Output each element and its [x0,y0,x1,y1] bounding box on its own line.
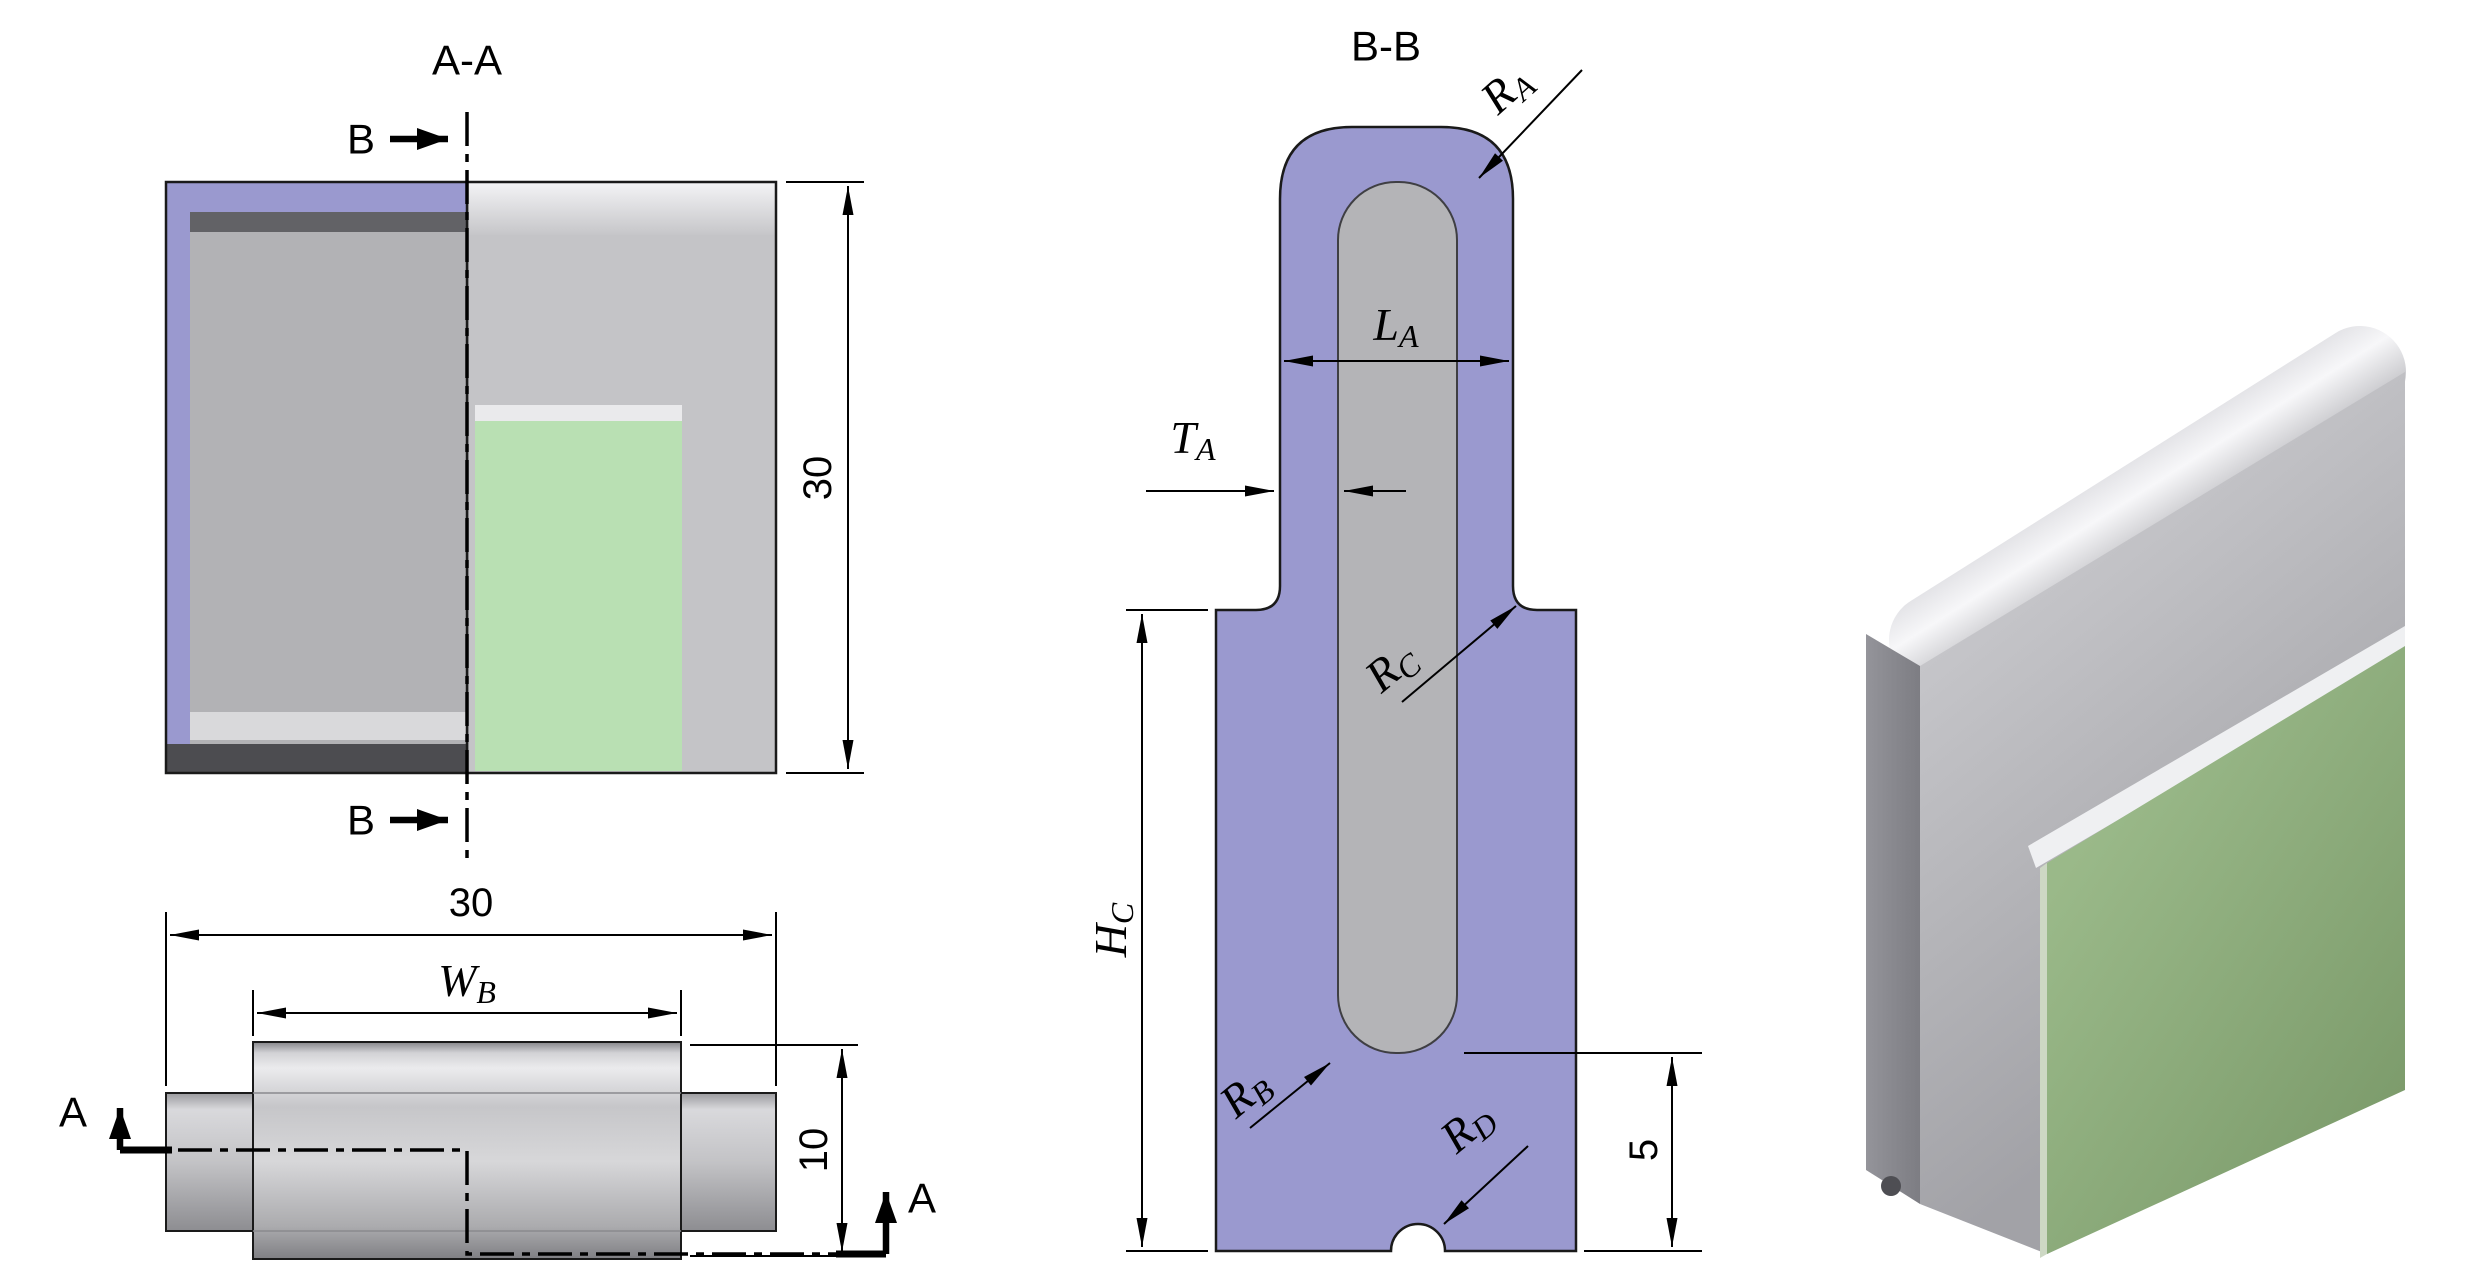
bb-inner-slot [1337,181,1458,1054]
dim-label-hc: HC [1085,902,1141,958]
view-title-aa: A-A [432,37,502,84]
bottom-notch [1881,1176,1901,1196]
section-bb-view: RA LA TA RC HC RB RD 5 B-B [1085,23,1702,1253]
part-top-highlight [467,183,776,235]
dim-label-width-30: 30 [449,881,494,925]
plan-right-end [680,1092,777,1232]
plan-left-end [165,1092,254,1232]
cavity-bottom-shadow [166,744,467,773]
cut-label-b-bottom: B [347,797,375,844]
plate-side-face [1866,634,1920,1204]
leader-rd [1443,1145,1529,1225]
green-insert-face [475,421,682,771]
leader-ra [1478,69,1583,179]
rounded-top-edge [1889,326,2406,686]
cavity-bottom-highlight [190,712,467,740]
insert-chamfer-strip [475,405,682,421]
cavity-top-shadow [190,212,467,232]
section-aa-view: B B 30 A-A [164,37,864,858]
dim-label-depth-10: 10 [792,1128,836,1173]
cut-label-a-right: A [908,1175,936,1222]
iso-view [1866,326,2406,1258]
dim-label-la: LA [1372,299,1419,355]
green-insert-3d [2047,646,2405,1254]
green-insert-side-edge [2040,863,2047,1258]
cut-label-b-top: B [347,116,375,163]
dim-label-wb: WB [438,955,496,1011]
section-line-aa [120,1148,886,1256]
dim-label-height-30: 30 [796,456,840,501]
section-inner-cavity [190,212,467,748]
plan-view: 30 WB 10 A A [59,881,936,1260]
dim-label-offset-5: 5 [1622,1139,1666,1161]
cut-label-a-left: A [59,1089,87,1136]
insert-chamfer-edge [2028,626,2405,868]
view-title-bb: B-B [1351,23,1421,70]
leader-rb [1249,1062,1331,1129]
leader-rc [1401,605,1517,703]
dim-label-ta: TA [1170,412,1216,468]
